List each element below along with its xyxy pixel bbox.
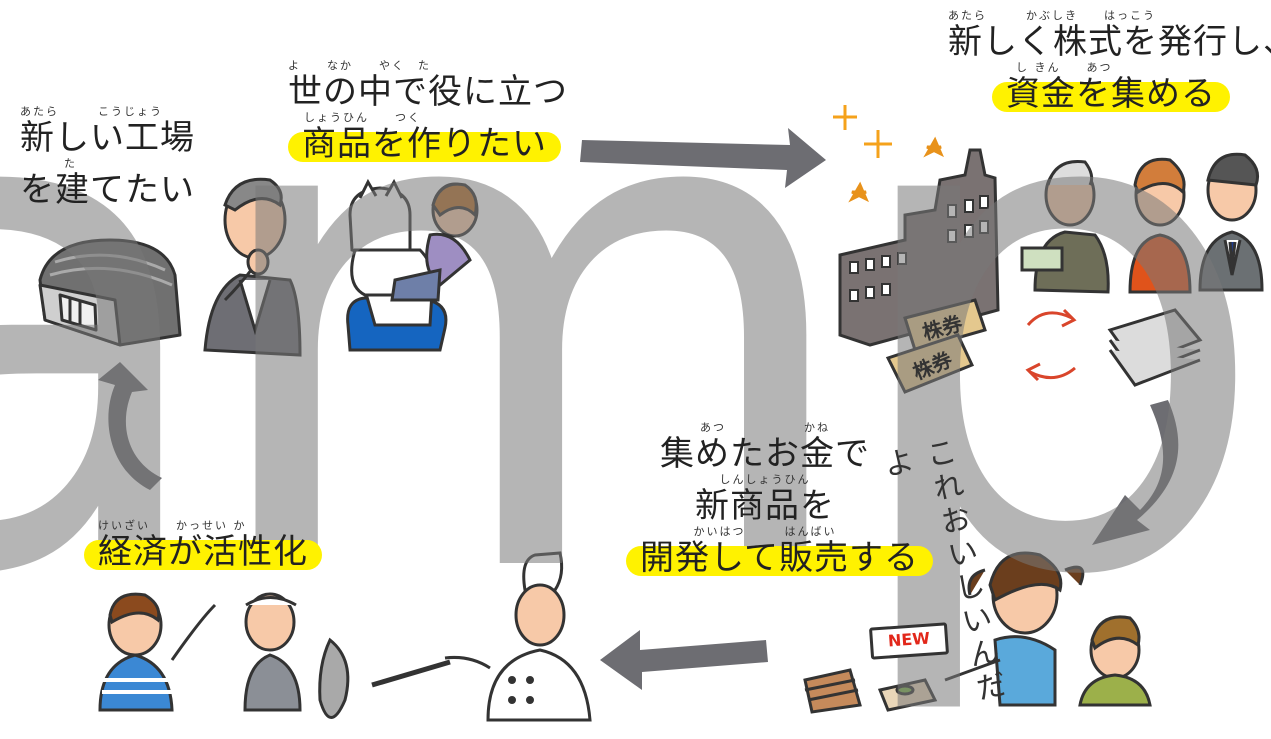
- exchange-illustration: [1025, 308, 1203, 387]
- label-develop-highlight: 開発して販売する: [626, 538, 933, 578]
- label-product-highlight: 商品を作りたい: [288, 124, 568, 164]
- label-product-line-1: 世の中で役に立つ: [288, 72, 568, 112]
- arrow-bottom: [600, 630, 768, 690]
- new-sign: NEW: [868, 622, 950, 660]
- label-stock-line-1: 新しく株式を発行し、: [948, 22, 1271, 62]
- label-product-ruby-2: しょうひん つく: [304, 111, 421, 124]
- robot-and-child-illustration: [346, 178, 479, 352]
- label-product-line-2: 商品を作りたい: [288, 124, 561, 164]
- factory-illustration: [38, 238, 182, 347]
- happy-people-illustration: [98, 592, 350, 719]
- investors-illustration: [1020, 152, 1264, 294]
- label-stock-ruby-1: あたら かぶしき はっこう: [948, 9, 1156, 22]
- label-product-ruby-1: よ なか やく た: [288, 59, 431, 72]
- cycle-arrows: [98, 128, 1179, 690]
- thinking-man-illustration: [203, 177, 302, 357]
- label-develop-line-2: 新商品を: [695, 486, 835, 526]
- label-develop-line-3: 開発して販売する: [626, 538, 933, 578]
- label-economy-highlight: 経済が活性化: [84, 532, 322, 572]
- arrow-right: [1092, 400, 1179, 545]
- label-develop-ruby-3: かいはつ はんばい: [693, 525, 837, 538]
- label-factory-ruby-1: あたら こうじょう: [20, 105, 163, 118]
- label-develop-ruby-1: あつ かね: [700, 421, 830, 434]
- arrow-top: [580, 128, 826, 188]
- label-stock: あたら かぶしき はっこう 新しく株式を発行し、 し きん あつ 資金を集める: [948, 9, 1271, 115]
- label-factory-line-1: 新しい工場: [20, 118, 195, 158]
- label-factory-line-2: を建てたい: [20, 170, 195, 210]
- label-economy-line-1: 経済が活性化: [84, 532, 322, 572]
- chef-illustration: [371, 551, 592, 722]
- label-stock-highlight: 資金を集める: [948, 74, 1271, 114]
- label-develop-line-1: 集めたお金で: [660, 434, 870, 474]
- label-stock-line-2: 資金を集める: [992, 74, 1230, 114]
- label-stock-ruby-2: し きん あつ: [1016, 61, 1113, 74]
- arrow-left: [98, 362, 162, 490]
- label-develop: あつ かね 集めたお金で しんしょうひん 新商品を かいはつ はんばい 開発して…: [626, 421, 933, 578]
- building-illustration: [833, 105, 1000, 394]
- label-product: よ なか やく た 世の中で役に立つ しょうひん つく 商品を作りたい: [288, 60, 568, 164]
- label-economy-ruby-1: けいざい かっせい か: [98, 519, 247, 532]
- label-develop-ruby-2: しんしょうひん: [719, 473, 811, 486]
- label-economy: けいざい かっせい か 経済が活性化: [84, 519, 322, 572]
- label-factory-ruby-2: た: [64, 157, 77, 170]
- shop-illustration: [803, 551, 1152, 714]
- label-factory: あたら こうじょう 新しい工場 た を建てたい: [20, 105, 195, 211]
